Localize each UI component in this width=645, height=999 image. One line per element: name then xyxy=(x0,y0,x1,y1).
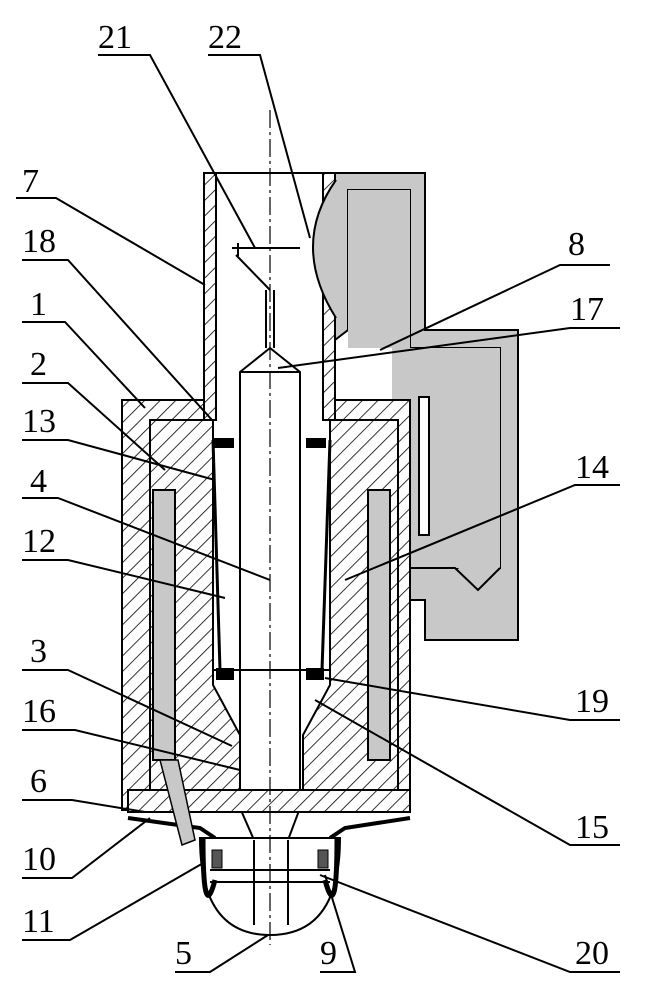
label-12: 12 xyxy=(22,523,56,560)
label-7: 7 xyxy=(22,163,39,200)
label-3: 3 xyxy=(30,633,47,670)
bracket xyxy=(232,243,300,291)
label-20: 20 xyxy=(575,935,609,972)
label-5: 5 xyxy=(175,935,192,972)
inner-body xyxy=(149,419,399,806)
label-2: 2 xyxy=(30,346,47,383)
label-1: 1 xyxy=(30,286,47,323)
central-rod xyxy=(213,290,330,931)
label-4: 4 xyxy=(30,463,47,500)
reflector xyxy=(312,179,337,319)
label-6: 6 xyxy=(30,763,47,800)
label-8: 8 xyxy=(568,226,585,263)
label-14: 14 xyxy=(575,449,609,486)
label-21: 21 xyxy=(98,19,132,56)
label-11: 11 xyxy=(22,903,55,940)
label-16: 16 xyxy=(22,693,56,730)
label-9: 9 xyxy=(320,935,337,972)
label-15: 15 xyxy=(575,809,609,846)
label-10: 10 xyxy=(22,841,56,878)
label-18: 18 xyxy=(22,223,56,260)
label-17: 17 xyxy=(570,291,604,328)
reference-labels: 21 22 7 18 8 1 17 2 13 14 4 12 3 19 16 6… xyxy=(22,19,609,972)
sleeve xyxy=(211,438,332,680)
label-22: 22 xyxy=(208,19,242,56)
label-13: 13 xyxy=(22,403,56,440)
label-19: 19 xyxy=(575,683,609,720)
base-plate xyxy=(127,759,411,847)
leader-lines xyxy=(16,54,620,973)
